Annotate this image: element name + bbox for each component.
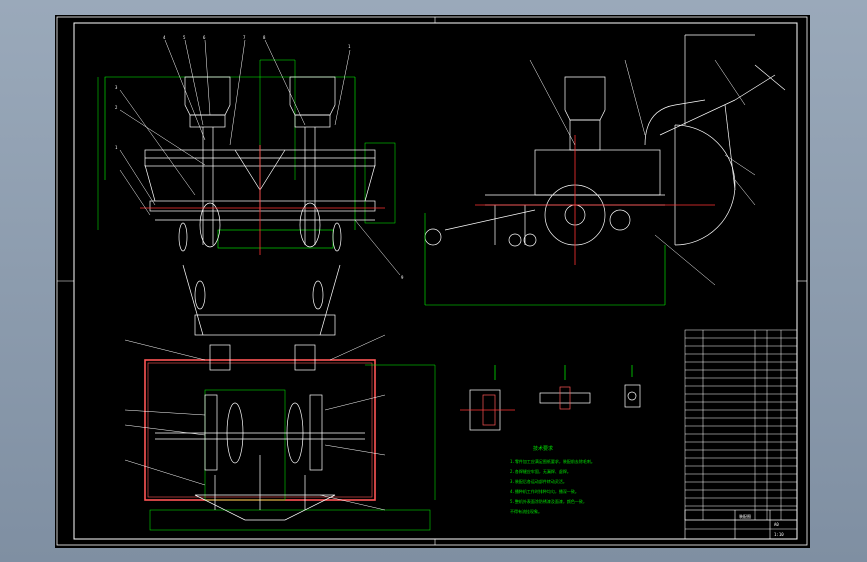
svg-text:5: 5 xyxy=(183,35,186,40)
svg-text:1: 1 xyxy=(348,44,351,49)
title-drawing-no: 装配图 xyxy=(739,513,751,519)
svg-text:9: 9 xyxy=(401,275,404,280)
title-scale: 1:10 xyxy=(774,532,784,537)
tech-notes-title: 技术要求 xyxy=(533,445,553,452)
title-sheet: A0 xyxy=(774,522,779,527)
tech-note-line: 2.各焊缝应牢固，无漏焊、虚焊。 xyxy=(510,468,571,474)
tech-note-line: 1.零件加工应满足图纸要求，装配前去除毛刺。 xyxy=(510,458,595,464)
svg-text:7: 7 xyxy=(243,35,246,40)
tech-note-line: 4.播种机工作时排种均匀，播深一致。 xyxy=(510,488,579,494)
cad-drawing: 4 5 6 7 8 1 3 2 1 9 xyxy=(56,16,808,546)
detail-views xyxy=(460,365,641,431)
tech-note-line: 5.整机外表面涂防锈漆及面漆，颜色一致， xyxy=(510,498,587,504)
svg-text:6: 6 xyxy=(203,35,206,40)
top-view xyxy=(144,264,436,531)
svg-text:4: 4 xyxy=(163,35,166,40)
front-view xyxy=(97,59,396,252)
drawing-sheet: 4 5 6 7 8 1 3 2 1 9 xyxy=(55,15,810,548)
tech-note-line: 不得有流挂现象。 xyxy=(510,508,542,514)
tech-note-line: 3.装配后各运动部件转动灵活。 xyxy=(510,478,567,484)
svg-text:3: 3 xyxy=(115,85,118,90)
inner-border xyxy=(73,22,798,540)
parts-list xyxy=(684,329,798,521)
svg-text:2: 2 xyxy=(115,105,118,110)
title-block xyxy=(684,509,798,540)
svg-text:1: 1 xyxy=(115,145,118,150)
svg-text:8: 8 xyxy=(263,35,266,40)
side-view xyxy=(424,34,786,247)
technical-notes: 技术要求 1.零件加工应满足图纸要求，装配前去除毛刺。 2.各焊缝应牢固，无漏焊… xyxy=(510,445,595,514)
